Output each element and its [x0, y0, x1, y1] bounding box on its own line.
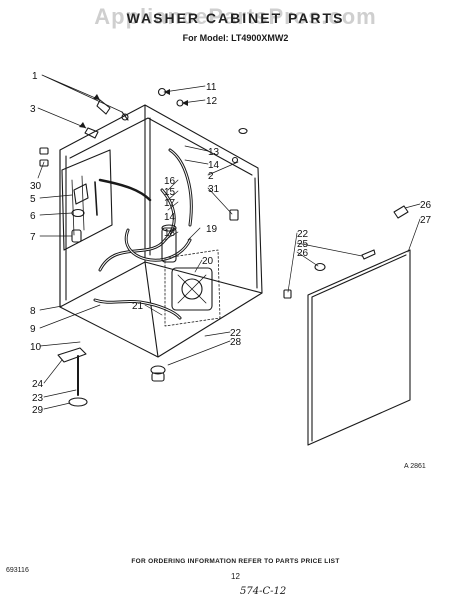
callout-25: 25 — [297, 239, 309, 250]
callout-16: 16 — [164, 176, 176, 187]
callout-26a: 26 — [297, 248, 309, 259]
callout-18: 18 — [164, 228, 176, 239]
callout-26b: 26 — [420, 200, 432, 211]
callout-24: 24 — [32, 379, 44, 390]
callout-15: 15 — [164, 187, 176, 198]
callout-11: 11 — [206, 82, 217, 93]
callout-28: 28 — [230, 337, 242, 348]
callout-27: 27 — [420, 215, 432, 226]
callout-21: 21 — [132, 301, 144, 312]
callout-6: 6 — [30, 211, 36, 222]
callout-19: 19 — [206, 224, 218, 235]
model-line: For Model: LT4900XMW2 — [182, 33, 289, 43]
callout-31: 31 — [208, 184, 220, 195]
figure-code: A 2861 — [404, 463, 426, 470]
callout-14: 14 — [208, 160, 220, 171]
callout-5: 5 — [30, 194, 36, 205]
front-panel — [307, 249, 411, 446]
callout-30: 30 — [30, 181, 42, 192]
callout-20: 20 — [202, 256, 214, 267]
handwritten-note: 574-C-12 — [240, 586, 287, 597]
callout-13: 13 — [208, 147, 220, 158]
document-number: 693116 — [6, 567, 29, 574]
page-number: 12 — [231, 572, 240, 581]
callout-9: 9 — [30, 324, 36, 335]
callout-23: 23 — [32, 393, 44, 404]
pump-assembly — [171, 267, 213, 311]
watermark: AppliancePartsPros.com — [94, 4, 377, 29]
callout-22b: 22 — [297, 229, 309, 240]
callout-8: 8 — [30, 306, 36, 317]
callout-1: 1 — [32, 71, 38, 82]
callout-3: 3 — [30, 104, 36, 115]
page-title: WASHER CABINET PARTS — [126, 10, 345, 26]
cabinet-outline — [59, 104, 263, 358]
callout-12: 12 — [206, 96, 218, 107]
callout-2: 2 — [208, 171, 214, 182]
callout-29: 29 — [32, 405, 44, 416]
callout-10: 10 — [30, 342, 42, 353]
callout-14b: 14 — [164, 212, 176, 223]
callout-17: 17 — [164, 198, 176, 209]
callout-22a: 22 — [230, 328, 242, 339]
ordering-note: FOR ORDERING INFORMATION REFER TO PARTS … — [131, 558, 340, 565]
callout-7: 7 — [30, 232, 36, 243]
